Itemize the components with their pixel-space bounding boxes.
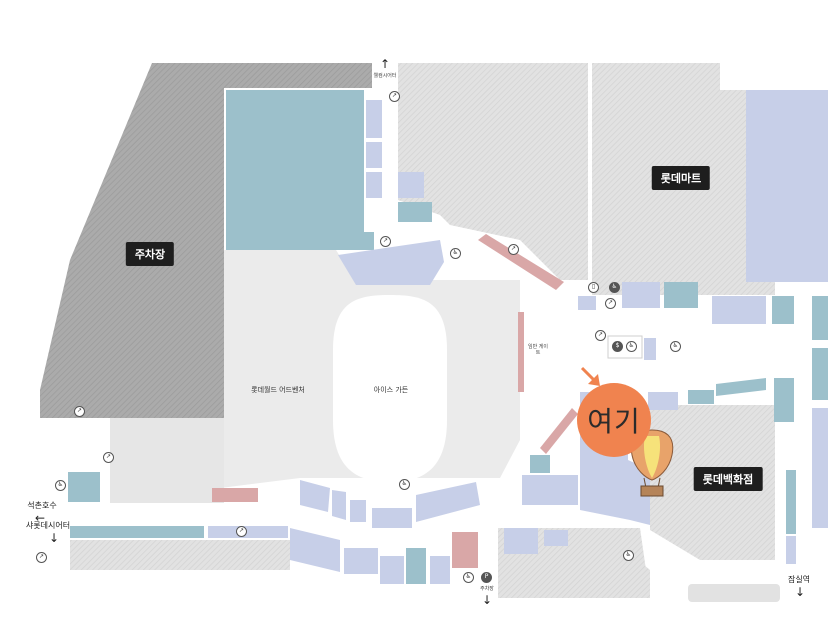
parking-label: 주차장 [125,242,175,266]
jamsil-label: 잠실역 [787,575,811,584]
escalator-icon: ↗ [74,406,85,417]
lavender-bottom-strip-5 [504,528,538,554]
right-vertical-bar [786,536,796,564]
lavender-dept-right [812,408,828,528]
teal-dept-1 [688,390,714,404]
plaza-strip-bottom [110,418,224,503]
ice-rink [333,295,447,482]
lavender-col-1 [366,100,382,138]
pink-bottom-2 [452,532,478,568]
lavender-col-3 [366,172,382,198]
lavender-bottom-arc-3 [350,500,366,522]
bottom-right-box [688,584,780,602]
teal-right-1 [812,296,828,340]
bottom-right-block [580,528,650,598]
lavender-bottom-strip-3 [380,556,404,584]
lavender-small [578,296,596,310]
teal-block-main [226,90,364,250]
teal-dept-4 [786,470,796,534]
teal-bottom-strip [406,548,426,584]
seokchon-arrow: ← [34,511,46,525]
restroom-icon: ♿ [670,341,681,352]
lavender-mart-1 [622,282,660,308]
small-gate-label: 임반 게이트 [528,344,548,356]
lavender-bottom-strip-4 [430,556,450,584]
here-marker [577,383,651,457]
lavender-bottom-arc-1 [300,480,330,512]
restroom-icon: ♿ [623,550,634,561]
top-exit-label: 웰컴시어터 [373,73,397,79]
accessible-icon: ♿ [609,282,620,293]
blue-column-right [746,90,828,282]
teal-bottom-1 [530,455,550,473]
escalator-icon: ↗ [389,91,400,102]
bottom-parking-arrow: ↓ [481,593,493,607]
store-top-center [398,63,588,280]
restroom-icon: ♿ [399,479,410,490]
pink-corridor-1 [478,234,564,290]
jamsil-arrow: ↓ [794,585,806,599]
charlotte-label: 샤롯데시어터 [25,521,71,530]
pink-corridor-2 [518,312,524,392]
escalator-icon: ↗ [236,526,247,537]
atm-icon: $ [612,341,623,352]
lavender-arc-top [338,240,444,285]
escalator-icon: ↗ [605,298,616,309]
parking-area [40,63,372,418]
escalator-icon: ↗ [508,244,519,255]
elevator-icon: ▯ [588,282,599,293]
teal-right-2 [812,348,828,400]
ice-garden-label: 아이스 가든 [373,386,409,394]
teal-dept-3 [774,378,794,422]
top-exit-arrow: ↑ [379,57,391,71]
lavender-bottom-strip-2 [344,548,378,574]
lavender-bottom-arc-4 [372,508,412,528]
lavender-bottom-6 [522,475,578,505]
lotte-dept-label: 롯데백화점 [693,467,763,491]
charlotte-arrow: ↓ [48,531,60,545]
teal-sq-1 [398,202,432,222]
lavender-col-2 [366,142,382,168]
lavender-near-here [648,392,678,410]
restroom-icon: ♿ [55,480,66,491]
pink-corridor-3 [540,408,578,454]
teal-mart-2 [772,296,794,324]
adventure-label: 롯데월드 어드벤처 [251,386,305,394]
parking-icon: P [481,572,492,583]
lavender-bottom-arc-5 [416,482,480,522]
bottom-parking-label: 주차장 [480,586,494,592]
lavender-sq-1 [398,172,424,198]
restroom-icon: ♿ [463,572,474,583]
seokchon-label: 석촌호수 [27,501,57,510]
lavender-bottom-strip-6 [544,530,568,546]
restroom-icon: ♿ [450,248,461,259]
restroom-icon: ♿ [626,341,637,352]
bottom-left-block [70,540,290,570]
pink-bottom [212,488,258,502]
teal-left-small [68,472,100,502]
teal-mart-1 [664,282,698,308]
escalator-icon: ↗ [103,452,114,463]
teal-dept-2 [716,378,766,396]
lavender-bottom-arc-2 [332,490,346,520]
lavender-bottom-strip-1 [290,528,340,572]
escalator-icon: ↗ [36,552,47,563]
teal-left-bar [70,526,204,538]
lavender-left-bar [208,526,288,538]
lotte-mart-label: 롯데마트 [651,166,711,190]
escalator-icon: ↗ [380,236,391,247]
here-label: 여기 [587,405,641,438]
teal-block-small [334,232,374,250]
lavender-mid [644,338,656,360]
here-arrow-icon [580,366,600,386]
lavender-mart-2 [712,296,766,324]
escalator-icon: ↗ [595,330,606,341]
